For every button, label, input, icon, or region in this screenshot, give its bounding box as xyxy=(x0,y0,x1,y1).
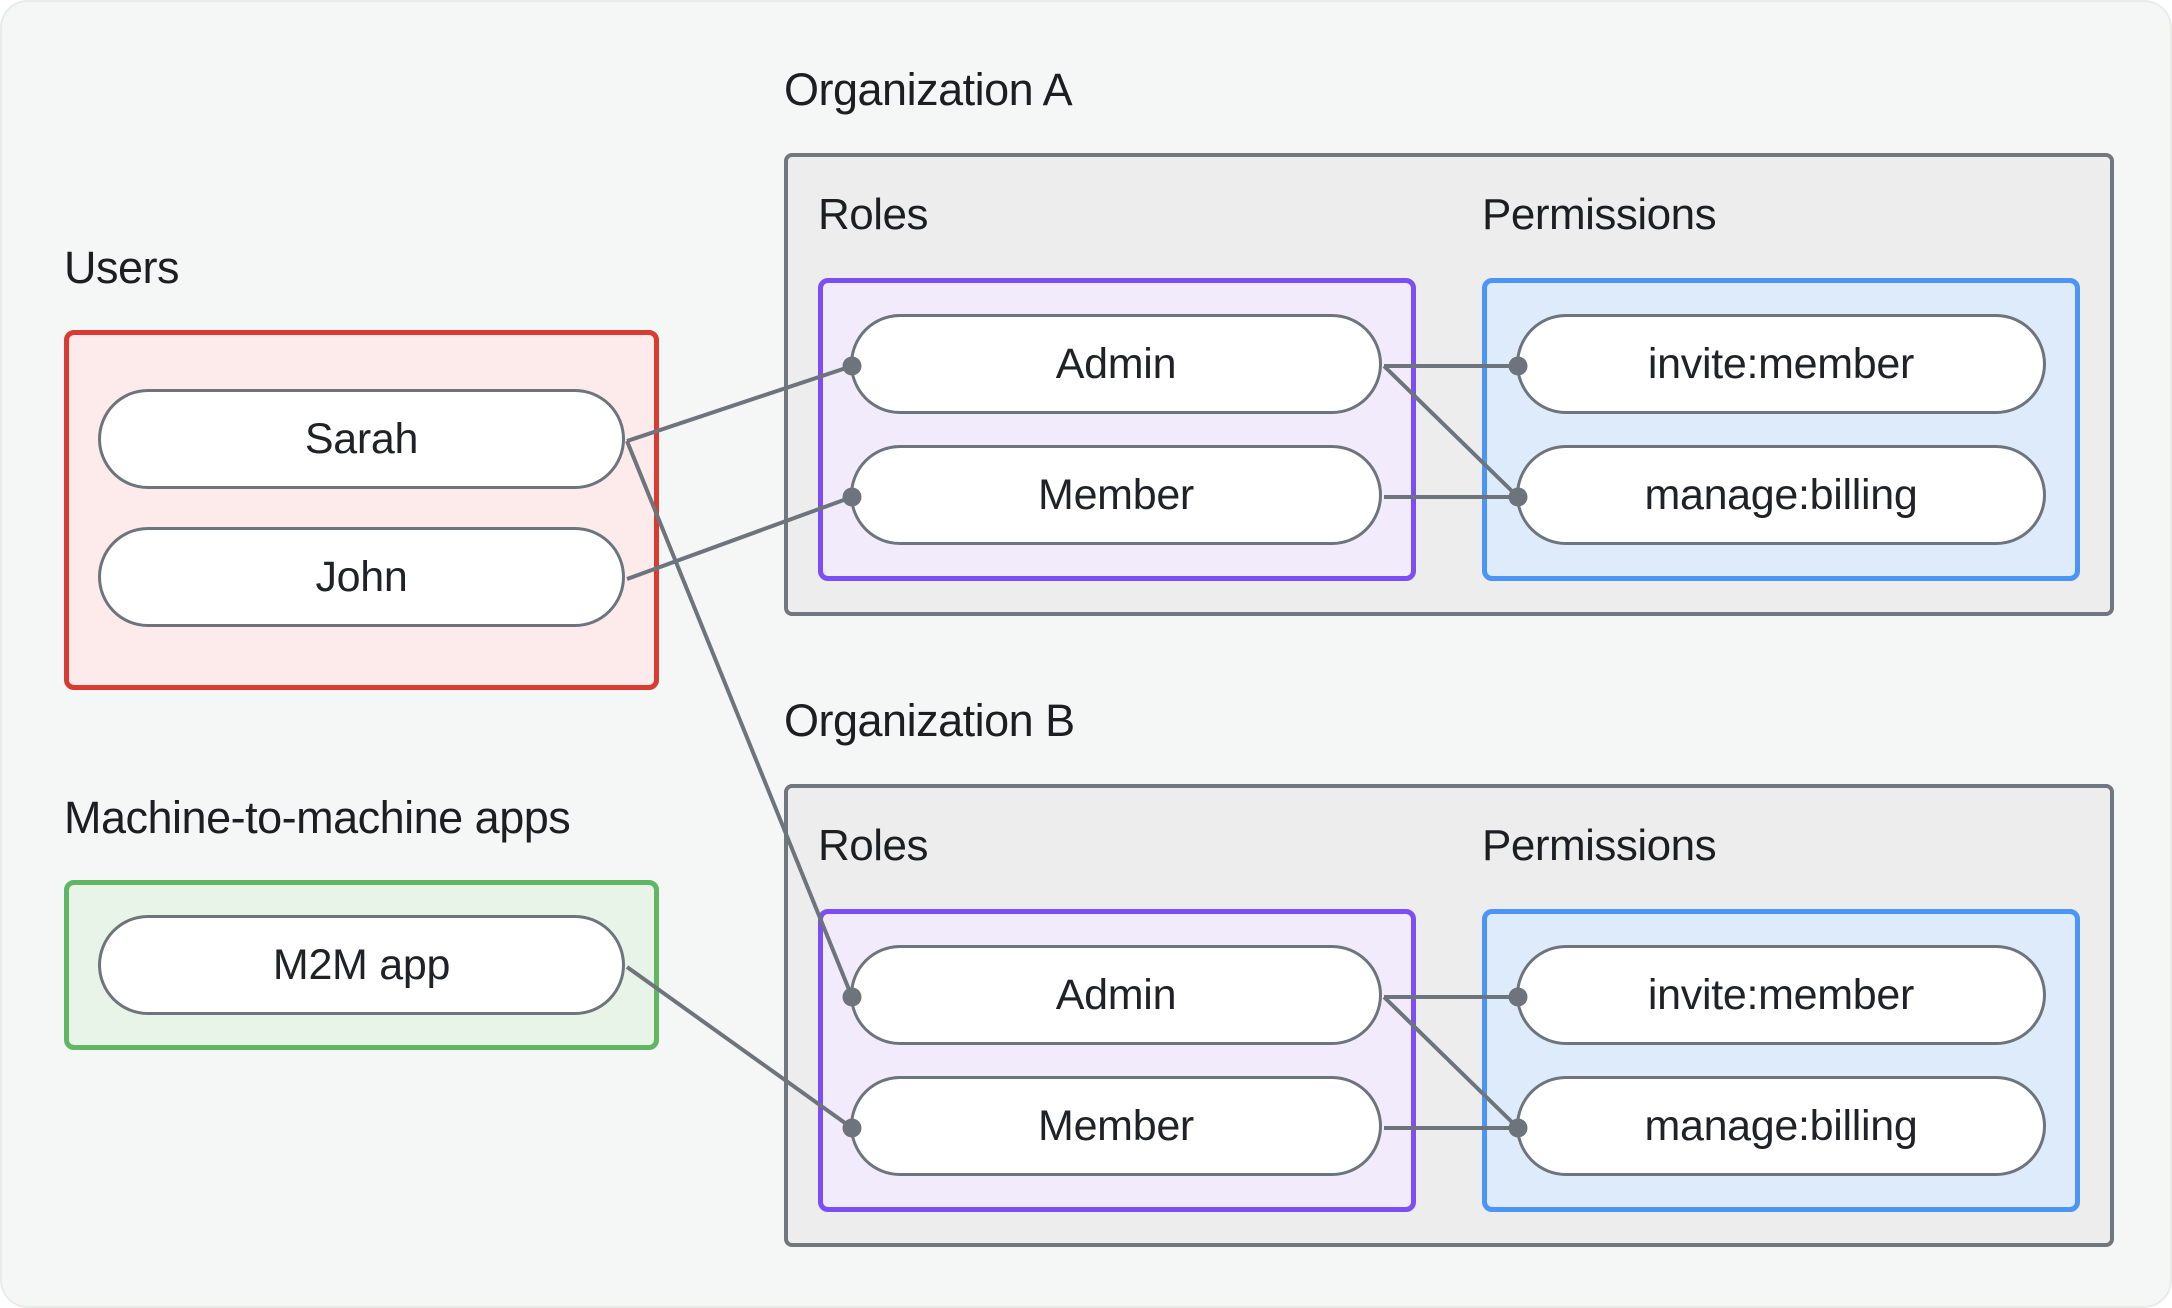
org-b-role-member: Member xyxy=(850,1076,1382,1176)
m2m-group-title: Machine-to-machine apps xyxy=(64,792,571,843)
org-a-perm-invite-member: invite:member xyxy=(1516,314,2046,414)
org-b-perm-manage-billing-label: manage:billing xyxy=(1644,1101,1918,1150)
org-a-role-member-label: Member xyxy=(1038,470,1194,519)
org-b-roles-title: Roles xyxy=(818,821,929,870)
user-node-sarah: Sarah xyxy=(98,389,625,489)
users-group-title: Users xyxy=(64,242,180,293)
org-a-title: Organization A xyxy=(784,64,1073,115)
org-b-perm-manage-billing: manage:billing xyxy=(1516,1076,2046,1176)
m2m-app-node: M2M app xyxy=(98,915,625,1015)
org-a-perm-invite-member-label: invite:member xyxy=(1647,339,1915,388)
org-b-perm-invite-member: invite:member xyxy=(1516,945,2046,1045)
org-a-role-admin-label: Admin xyxy=(1055,339,1177,388)
org-a-perm-manage-billing-label: manage:billing xyxy=(1644,470,1918,519)
org-a-perm-manage-billing: manage:billing xyxy=(1516,445,2046,545)
m2m-app-node-label: M2M app xyxy=(272,940,451,989)
org-b-title: Organization B xyxy=(784,695,1075,746)
org-b-perm-invite-member-label: invite:member xyxy=(1647,970,1915,1019)
org-b-role-admin-label: Admin xyxy=(1055,970,1177,1019)
user-node-sarah-label: Sarah xyxy=(304,414,419,463)
org-a-roles-title: Roles xyxy=(818,190,929,239)
org-b-role-member-label: Member xyxy=(1038,1101,1194,1150)
org-b-permissions-title: Permissions xyxy=(1482,821,1717,870)
org-a-permissions-title: Permissions xyxy=(1482,190,1717,239)
users-group-box xyxy=(64,330,659,690)
org-a-role-admin: Admin xyxy=(850,314,1382,414)
user-node-john: John xyxy=(98,527,625,627)
org-a-role-member: Member xyxy=(850,445,1382,545)
user-node-john-label: John xyxy=(315,552,408,601)
org-b-role-admin: Admin xyxy=(850,945,1382,1045)
